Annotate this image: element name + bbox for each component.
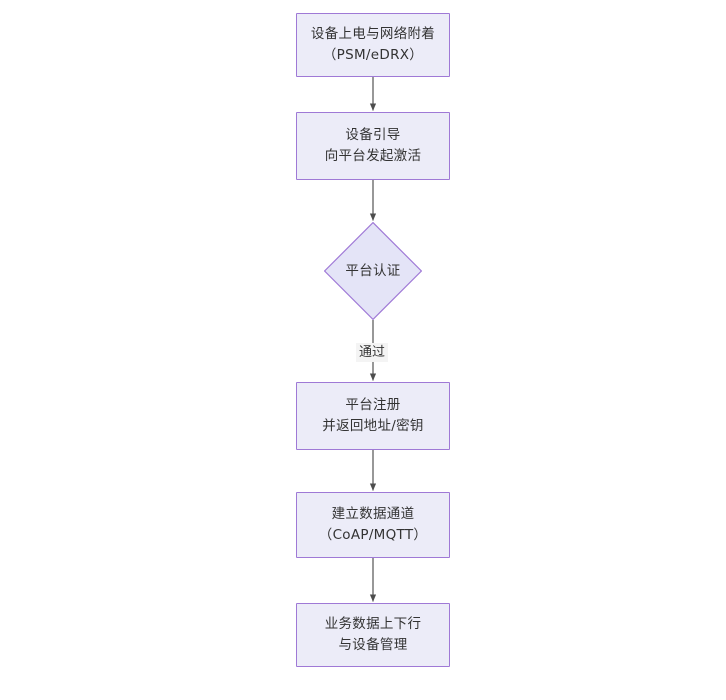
node-device-power-on[interactable]: 设备上电与网络附着 （PSM/eDRX） <box>296 13 450 77</box>
node-line: 与设备管理 <box>338 637 408 653</box>
node-line: （CoAP/MQTT） <box>318 527 428 543</box>
edge-label-pass: 通过 <box>356 343 389 362</box>
node-device-bootstrap[interactable]: 设备引导 向平台发起激活 <box>296 112 450 180</box>
node-platform-auth-decision[interactable]: 平台认证 <box>324 222 422 320</box>
node-line: 设备上电与网络附着 <box>310 26 436 42</box>
node-business-data-and-device-mgmt[interactable]: 业务数据上下行 与设备管理 <box>296 603 450 667</box>
node-line: 向平台发起激活 <box>324 148 422 164</box>
node-line: 并返回地址/密钥 <box>322 418 424 434</box>
node-line: 建立数据通道 <box>331 506 415 522</box>
node-line: 设备引导 <box>345 127 401 143</box>
node-line: 平台注册 <box>345 397 401 413</box>
diamond-icon <box>324 222 422 320</box>
node-line: 平台认证 <box>345 262 401 279</box>
node-establish-data-channel[interactable]: 建立数据通道 （CoAP/MQTT） <box>296 492 450 558</box>
node-line: 业务数据上下行 <box>324 616 422 632</box>
edge-label-text: 通过 <box>359 345 386 360</box>
node-line: （PSM/eDRX） <box>322 47 424 63</box>
node-platform-register[interactable]: 平台注册 并返回地址/密钥 <box>296 382 450 450</box>
